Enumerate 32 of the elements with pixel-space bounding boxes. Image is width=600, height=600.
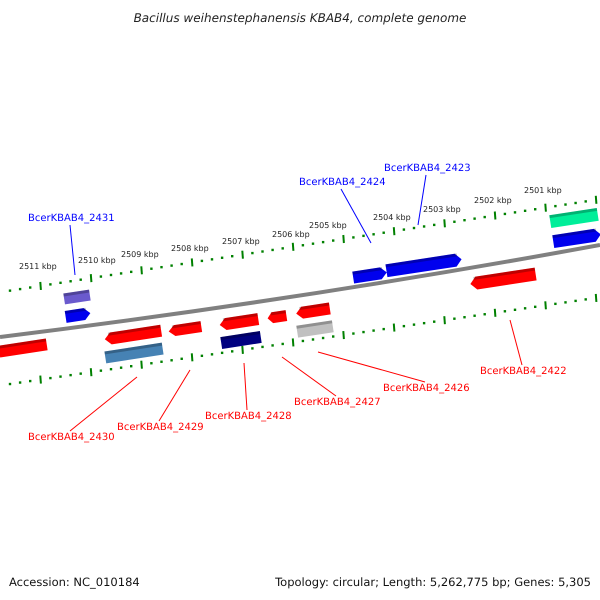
tick-label: 2505 kbp xyxy=(309,221,347,230)
tick-label: 2506 kbp xyxy=(272,230,310,240)
gene-label: BcerKBAB4_2422 xyxy=(480,365,564,378)
genome-summary: Topology: circular; Length: 5,262,775 bp; Genes: 5,305 xyxy=(275,574,591,591)
leader-line xyxy=(244,362,248,410)
gene-label: BcerKBAB4_2428 xyxy=(205,410,289,423)
tick-label: 2511 kbp xyxy=(19,262,57,272)
gene-label: BcerKBAB4_2423 xyxy=(384,162,468,175)
tick-label: 2510 kbp xyxy=(78,256,116,266)
tick-label: 2503 kbp xyxy=(423,205,461,215)
accession-note: Accession: NC_010184 xyxy=(9,574,140,591)
leader-line xyxy=(158,370,190,422)
leader-line xyxy=(70,224,76,276)
tick-label: 2504 kbp xyxy=(373,213,411,223)
gene-label: BcerKBAB4_2424 xyxy=(299,176,383,189)
tick-label: 2501 kbp xyxy=(524,186,562,196)
title: Bacillus weihenstephanensis KBAB4, complete genome xyxy=(132,10,468,27)
leader-line xyxy=(282,356,336,396)
gene-label: BcerKBAB4_2429 xyxy=(117,421,201,434)
leader-line xyxy=(318,352,426,382)
gene-label: BcerKBAB4_2427 xyxy=(294,396,378,409)
leader-line xyxy=(510,320,522,366)
gene-label: BcerKBAB4_2431 xyxy=(28,212,112,225)
gene-label: BcerKBAB4_2426 xyxy=(383,382,467,395)
gene-label: BcerKBAB4_2430 xyxy=(28,431,112,444)
tick-label: 2507 kbp xyxy=(222,237,260,247)
tick-label: 2502 kbp xyxy=(474,196,512,206)
tick-label: 2508 kbp xyxy=(171,244,209,254)
leader-line xyxy=(70,376,138,432)
tick-label: 2509 kbp xyxy=(121,250,159,260)
leader-line xyxy=(418,174,426,226)
leader-line xyxy=(340,188,372,244)
